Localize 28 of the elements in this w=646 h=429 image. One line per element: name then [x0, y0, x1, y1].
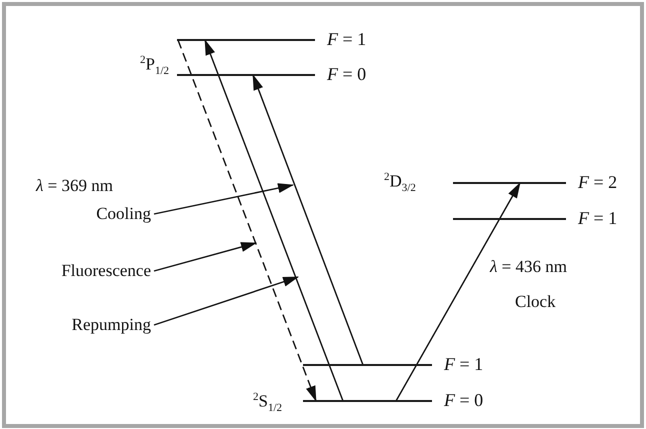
energy-level-line: [303, 364, 432, 366]
term-label: $^{2}$D$_{3/2}$: [384, 170, 416, 196]
transition-label: Cooling: [96, 204, 151, 224]
energy-level-line: [177, 74, 315, 76]
term-label: Clock: [515, 292, 556, 312]
term-label: λ = 369 nm: [36, 176, 113, 196]
transition-arrow: [204, 39, 344, 402]
transition-arrow: [177, 40, 317, 402]
level-label: F = 0: [444, 390, 484, 410]
term-label: $^{2}$S$_{1/2}$: [253, 390, 282, 416]
energy-level-line: [453, 182, 566, 184]
transition-label: Fluorescence: [61, 261, 151, 281]
leader-arrow: [154, 276, 299, 326]
level-label: F = 2: [578, 172, 618, 192]
transition-arrow: [252, 74, 364, 366]
term-label: $^{2}$P$_{1/2}$: [140, 53, 170, 80]
level-label: F = 1: [444, 354, 484, 374]
transition-arrow: [395, 182, 521, 402]
energy-level-line: [453, 218, 566, 220]
term-label: λ = 436 nm: [490, 257, 567, 277]
energy-level-line: [177, 39, 315, 41]
level-label: F = 1: [578, 208, 618, 228]
energy-level-line: [303, 400, 432, 402]
level-label: F = 1: [327, 29, 366, 49]
level-label: F = 0: [327, 64, 366, 84]
transition-label: Repumping: [72, 315, 151, 335]
leader-arrow: [154, 183, 294, 215]
leader-arrow: [154, 242, 257, 272]
